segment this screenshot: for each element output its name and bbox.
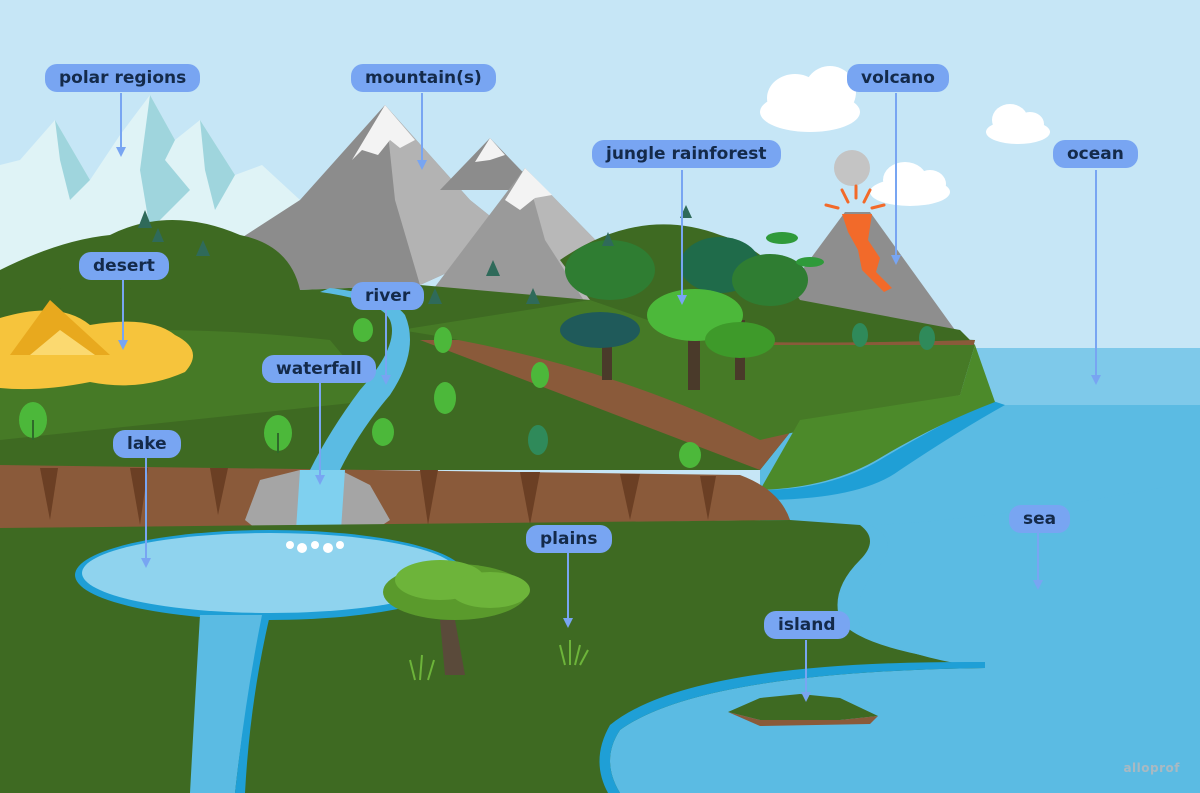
label-river: river xyxy=(351,282,425,310)
round-trees xyxy=(19,318,935,468)
polar-peaks-shadow xyxy=(55,95,235,230)
label-desert: desert xyxy=(79,252,169,280)
label-arrows xyxy=(116,93,1101,702)
jungle-cliff-top xyxy=(400,300,975,440)
cloud-2 xyxy=(986,104,1050,144)
desert-dune xyxy=(10,300,110,355)
waterfall-splash xyxy=(286,541,344,553)
grass-tuft-2 xyxy=(409,654,435,681)
label-mountains: mountain(s) xyxy=(351,64,496,92)
sea-coast-grass xyxy=(760,345,995,490)
grass-tuft-1 xyxy=(559,640,589,666)
acacia-tree xyxy=(383,560,530,675)
label-volcano: volcano xyxy=(847,64,949,92)
jungle-trees xyxy=(560,237,808,390)
label-jungle-rainforest: jungle rainforest xyxy=(592,140,781,168)
palm-trees xyxy=(766,232,824,267)
conifer-trees xyxy=(138,205,692,304)
mountain-right-snow xyxy=(505,168,552,210)
desert-dune-2 xyxy=(30,330,95,355)
label-island: island xyxy=(764,611,850,639)
sea-shore xyxy=(599,661,985,793)
lower-river-bank xyxy=(235,615,270,793)
lake-water xyxy=(82,533,458,613)
island-shore xyxy=(728,712,878,726)
island-land xyxy=(728,694,878,720)
volcano-lava xyxy=(842,214,892,292)
label-plains: plains xyxy=(526,525,612,553)
mountain-big-snow xyxy=(352,105,415,160)
label-lake: lake xyxy=(113,430,181,458)
cloud-1 xyxy=(760,66,860,132)
volcano-sparks xyxy=(824,184,886,210)
label-waterfall: waterfall xyxy=(262,355,376,383)
cloud-3 xyxy=(870,162,950,206)
volcano-smoke xyxy=(834,150,870,186)
watermark-logo: alloprof xyxy=(1123,761,1180,775)
label-ocean: ocean xyxy=(1053,140,1138,168)
sea-coastline xyxy=(760,400,1005,500)
lower-cliff xyxy=(0,465,790,530)
label-sea: sea xyxy=(1009,505,1071,533)
label-polar-regions: polar regions xyxy=(45,64,201,92)
mountain-mid xyxy=(440,138,540,190)
mountain-mid-snow xyxy=(475,138,505,162)
cliff-cracks xyxy=(40,468,716,525)
lower-river xyxy=(190,615,265,793)
